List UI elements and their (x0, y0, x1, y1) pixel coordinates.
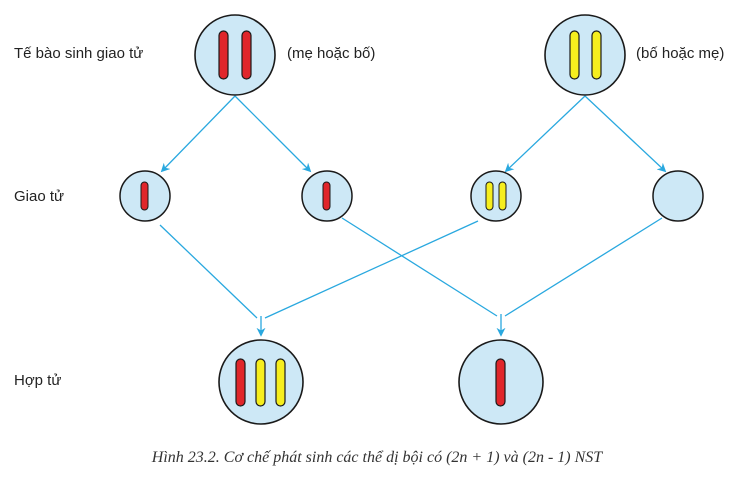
arrow-left-parent-to-gamete-1 (160, 95, 236, 173)
label-zygotes: Hợp tử (14, 372, 61, 389)
chromosome-red (241, 30, 252, 80)
fertilization-arrows (159, 217, 663, 337)
arrow-left-parent-to-gamete-2 (234, 95, 312, 173)
chromosome-yellow (485, 181, 494, 211)
parent-cell-left (194, 14, 276, 96)
gamete-4-empty (652, 170, 704, 222)
chromosome-yellow (255, 358, 266, 407)
zygote-2n-minus-1 (458, 339, 544, 425)
label-gametes: Giao tử (14, 188, 64, 205)
line-gamete-3-to-zygote-1 (264, 220, 479, 319)
arrow-right-parent-to-gamete-4 (584, 95, 667, 173)
chromosome-red (235, 358, 246, 407)
label-parent-cells: Tế bào sinh giao tử (14, 45, 143, 62)
line-gamete-2-to-zygote-2 (341, 217, 498, 317)
chromosome-red (322, 181, 331, 211)
gamete-2 (301, 170, 353, 222)
chromosome-yellow (591, 30, 602, 80)
line-gamete-4-to-zygote-2 (504, 217, 663, 317)
arrow-right-parent-to-gamete-3 (504, 95, 586, 173)
gamete-1 (119, 170, 171, 222)
meiosis-arrows (160, 95, 667, 173)
chromosome-red (218, 30, 229, 80)
chromosome-red (495, 358, 506, 407)
chromosome-yellow (275, 358, 286, 407)
chromosome-yellow (498, 181, 507, 211)
figure-caption: Hình 23.2. Cơ chế phát sinh các thể dị b… (151, 449, 603, 466)
gamete-3 (470, 170, 522, 222)
chromosome-red (140, 181, 149, 211)
line-gamete-1-to-zygote-1 (159, 224, 258, 319)
parent-cell-right (544, 14, 626, 96)
parent-note-right: (bố hoặc mẹ) (636, 45, 724, 62)
chromosome-yellow (569, 30, 580, 80)
parent-note-left: (mẹ hoặc bố) (287, 45, 375, 62)
zygote-2n-plus-1 (218, 339, 304, 425)
